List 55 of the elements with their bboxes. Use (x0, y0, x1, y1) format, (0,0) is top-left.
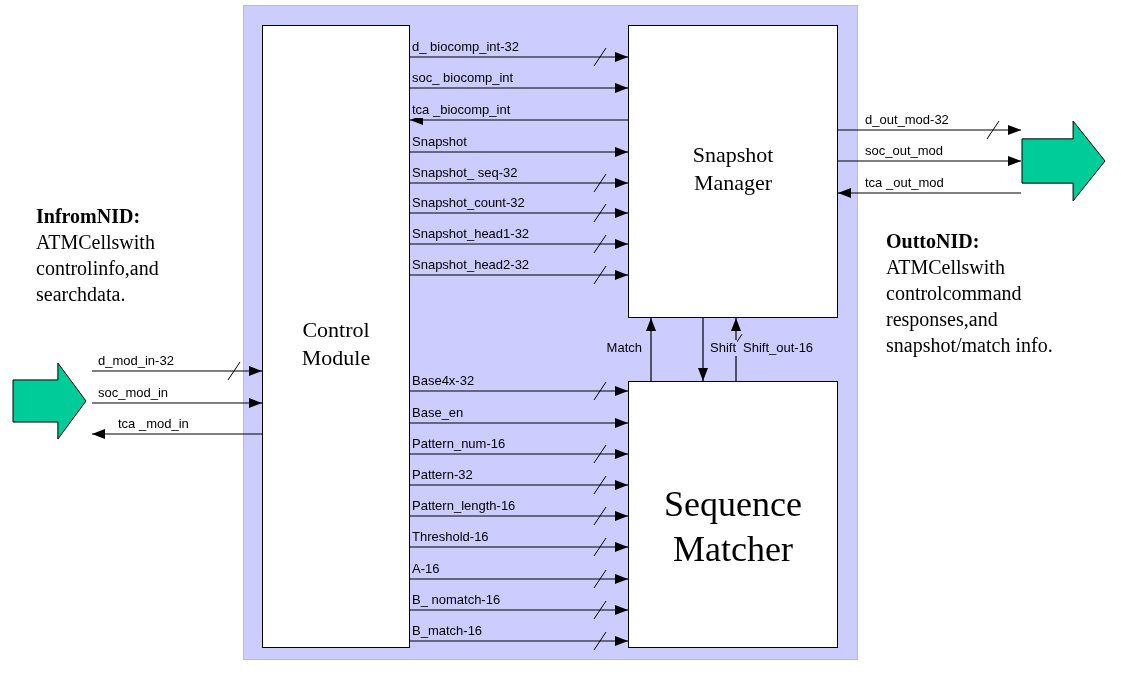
bus-arrow (409, 631, 629, 651)
signal-arrow (409, 418, 629, 428)
module-box (628, 25, 838, 318)
signal-arrow (91, 398, 263, 408)
signal-label: B_ nomatch-16 (411, 592, 502, 608)
module-box (628, 381, 838, 648)
bus-arrow (409, 569, 629, 589)
signal-label: Pattern_length-16 (411, 498, 517, 514)
signal-arrow (646, 317, 656, 382)
signal-label: Snapshot_count-32 (411, 195, 526, 211)
signal-arrow (837, 188, 1022, 198)
signal-arrow (409, 147, 629, 157)
module-title: Sequence Matcher (663, 483, 803, 571)
heading: InfromNID: (36, 204, 142, 229)
heading: OuttoNID: (886, 229, 981, 254)
signal-label: tca _out_mod (864, 175, 945, 191)
bus-arrow (409, 173, 629, 193)
signal-label: d_out_mod-32 (864, 112, 950, 128)
signal-label: d_mod_in-32 (97, 353, 175, 369)
bus-arrow (409, 265, 629, 285)
signal-label: soc_mod_in (97, 385, 170, 401)
module-box (262, 25, 410, 648)
note: ATMCellswith controlinfo,and searchdata. (36, 230, 160, 307)
note: ATMCellswith controlcommand responses,and snapshot/match info. (886, 255, 1054, 358)
module-title: Snapshot Manager (691, 141, 775, 196)
signal-label: Snapshot_ seq-32 (411, 165, 519, 181)
signal-arrow (409, 83, 629, 93)
signal-arrow (409, 115, 629, 125)
signal-label: tca _biocomp_int (411, 102, 512, 118)
bus-arrow (837, 120, 1022, 140)
signal-label: soc_ biocomp_int (411, 70, 515, 86)
signal-label: d_ biocomp_int-32 (411, 39, 520, 55)
signal-label: Pattern_num-16 (411, 436, 507, 452)
bus-arrow (409, 47, 629, 67)
bus-arrow (409, 506, 629, 526)
signal-arrow (698, 317, 708, 382)
signal-label: tca _mod_in (117, 416, 190, 432)
signal-label: B_match-16 (411, 623, 484, 639)
bus-arrow (409, 475, 629, 495)
module-title: Control Module (300, 316, 372, 371)
signal-label: Base_en (411, 405, 465, 421)
signal-label: Snapshot_head1-32 (411, 226, 531, 242)
bus-arrow (409, 444, 629, 464)
bus-arrow (91, 361, 263, 381)
signal-label: soc_out_mod (864, 143, 945, 159)
signal-label: Snapshot (411, 134, 468, 150)
signal-arrow (837, 156, 1022, 166)
bus-arrow (409, 381, 629, 401)
module-panel (243, 5, 858, 660)
bus-arrow (409, 203, 629, 223)
signal-arrow (91, 429, 263, 439)
bus-arrow (409, 234, 629, 254)
bus-arrow (409, 600, 629, 620)
signal-label: Snapshot_head2-32 (411, 257, 531, 273)
bus-arrow (409, 537, 629, 557)
